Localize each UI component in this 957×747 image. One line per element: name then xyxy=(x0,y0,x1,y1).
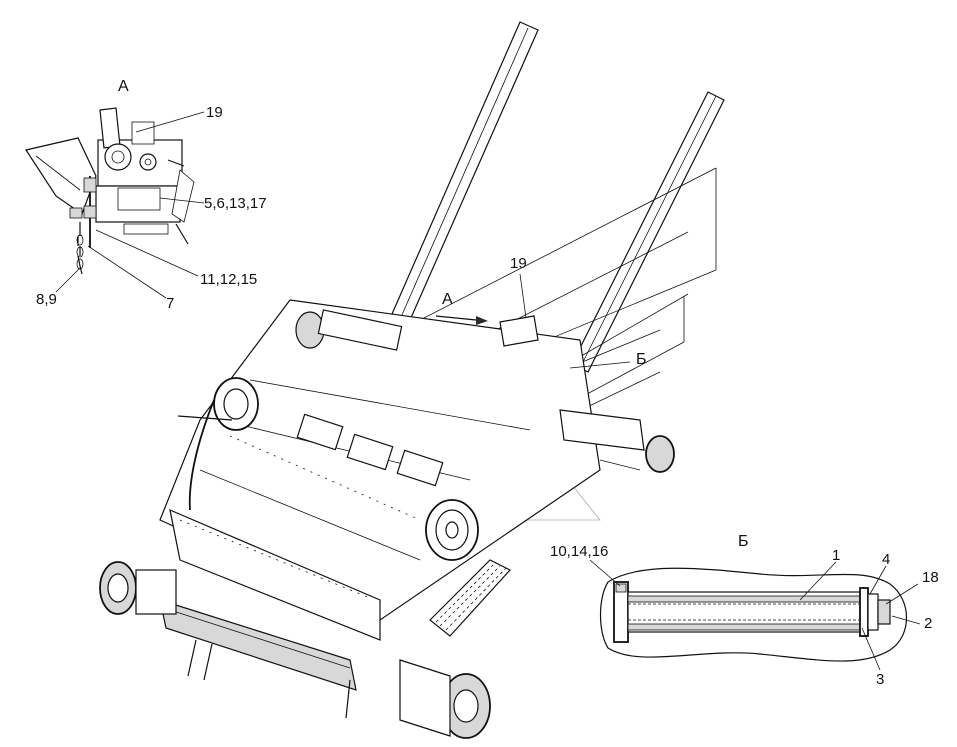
marker-a: А xyxy=(442,291,453,308)
view-a-gear xyxy=(104,143,132,171)
marker-b: Б xyxy=(636,351,647,368)
callout-2: 2 xyxy=(924,615,932,632)
front-left-wheel xyxy=(99,561,177,615)
callout-1: 1 xyxy=(832,547,840,564)
front-levers xyxy=(187,639,351,719)
view-a-title: А xyxy=(118,78,129,95)
drive-pulley xyxy=(425,499,479,561)
main-callout-19: 19 xyxy=(510,255,527,272)
view-a-arrow xyxy=(435,315,488,325)
callout-18: 18 xyxy=(922,569,939,586)
callout-8-9: 8,9 xyxy=(36,291,57,308)
view-b-cap xyxy=(877,599,891,625)
front-right-wheel xyxy=(399,659,491,739)
upper-left-hub xyxy=(295,309,403,351)
view-a-bracket xyxy=(25,137,97,215)
callout-11-12-15: 11,12,15 xyxy=(200,271,257,288)
rear-left-hub xyxy=(177,377,259,431)
right-boom xyxy=(571,91,725,373)
callout-5-6-13-17: 5,6,13,17 xyxy=(204,195,267,212)
right-axle xyxy=(559,409,675,473)
view-b-title: Б xyxy=(738,533,749,550)
main-assembly: А 19 Б xyxy=(99,21,725,739)
callout-7: 7 xyxy=(166,295,174,312)
callout-10-14-16: 10,14,16 xyxy=(550,543,608,560)
callout-3: 3 xyxy=(876,671,884,688)
view-b-outline xyxy=(599,567,908,662)
left-belt xyxy=(188,399,215,511)
detail-view-b: Б 10,14,16 1 4 18 2 3 xyxy=(550,533,939,688)
chain-conveyor xyxy=(429,559,511,637)
callout-4: 4 xyxy=(882,551,890,568)
frame-body xyxy=(159,299,601,691)
callout-19: 19 xyxy=(206,104,223,121)
main-part-19 xyxy=(499,315,539,347)
detail-view-a: А 19 5,6,13 xyxy=(25,78,267,312)
view-a-chain xyxy=(77,222,83,275)
